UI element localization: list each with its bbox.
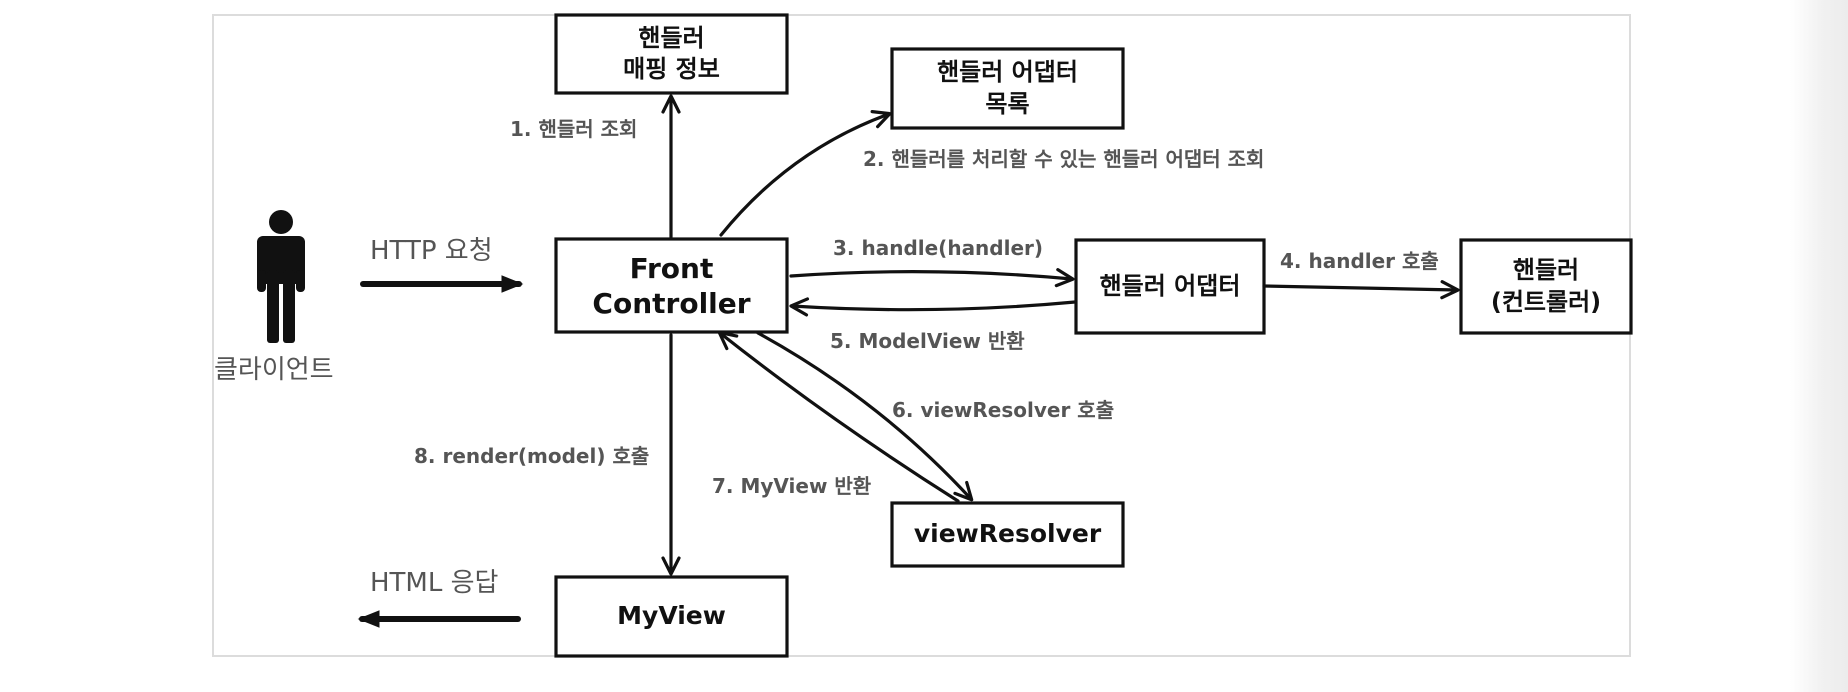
handler-adapter-box: [1074, 238, 1266, 335]
edge-2-arrow: [719, 110, 892, 237]
edge-5-label: 5. ModelView 반환: [830, 329, 1025, 353]
handler-mapping-label: 핸들러 매핑 정보: [623, 23, 720, 83]
handler-label: 핸들러 (컨트롤러): [1490, 256, 1602, 316]
view-resolver-label: viewResolver: [913, 519, 1102, 549]
edge-3-arrow: [789, 268, 1075, 288]
window-edge-shadow: [1790, 0, 1848, 692]
edge-7-arrow: [717, 330, 960, 503]
edge-4-arrow: [1262, 280, 1460, 300]
html-response-label: HTML 응답: [370, 568, 499, 598]
edge-4-label: 4. handler 호출: [1280, 249, 1439, 273]
http-request-label: HTTP 요청: [370, 236, 493, 266]
my-view-label: MyView: [617, 601, 726, 631]
edge-6-label: 6. viewResolver 호출: [892, 398, 1115, 422]
edge-1-label: 1. 핸들러 조회: [510, 117, 638, 141]
handler-mapping-box: [554, 13, 789, 95]
adapter-list-label: 핸들러 어댑터 목록: [937, 58, 1078, 118]
front-controller-label: Front Controller: [592, 251, 751, 320]
edge-6-arrow: [756, 331, 974, 502]
handler-box: [1459, 238, 1633, 335]
edge-7-label: 7. MyView 반환: [712, 474, 872, 498]
edge-2-label: 2. 핸들러를 처리할 수 있는 핸들러 어댑터 조회: [863, 147, 1265, 171]
handler-adapter-label: 핸들러 어댑터: [1099, 271, 1241, 300]
edge-3-label: 3. handle(handler): [833, 236, 1044, 260]
edge-8-label: 8. render(model) 호출: [414, 444, 650, 468]
front-controller-box: [554, 237, 789, 334]
view-resolver-box: [890, 501, 1125, 568]
client-label: 클라이언트: [214, 355, 334, 385]
adapter-list-box: [890, 47, 1125, 130]
edge-5-arrow: [789, 297, 1077, 317]
client-person-icon: [257, 210, 305, 343]
my-view-box: [554, 575, 789, 658]
